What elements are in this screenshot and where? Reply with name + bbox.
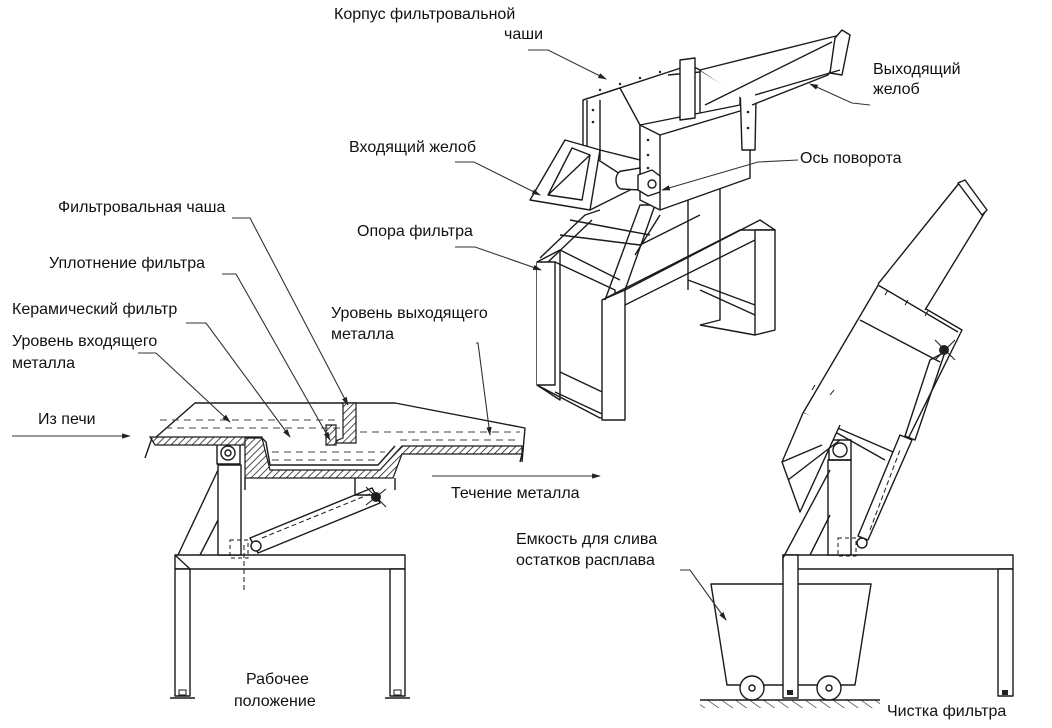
ground-hatch [700, 700, 880, 708]
iso-inlet-trough [529, 139, 641, 211]
leader-filter-support [455, 246, 542, 271]
working-frame [170, 441, 410, 699]
label-from-furnace: Из печи [38, 411, 96, 428]
label-outlet-trough-line1: Выходящий [873, 61, 961, 78]
label-filter-cleaning: Чистка фильтра [887, 703, 1007, 720]
cleaning-tilted-bowl [781, 179, 988, 513]
label-ceramic-filter: Керамический фильтр [12, 301, 178, 318]
label-filter-seal: Уплотнение фильтра [49, 255, 205, 272]
label-filter-bowl-body-line1: Корпус фильтровальной [334, 6, 516, 23]
label-filter-bowl-body-line2: чаши [504, 26, 544, 43]
label-outlet-level-line1: Уровень выходящего [331, 305, 488, 322]
leader-filter-seal [222, 273, 331, 441]
working-hydraulic-cylinder [249, 486, 387, 554]
label-outlet-level-line2: металла [331, 326, 394, 343]
leader-outlet-trough [809, 83, 871, 106]
label-inlet-level-line2: металла [12, 355, 75, 372]
working-bowl-section [144, 402, 526, 496]
leader-ceramic-filter [186, 322, 291, 438]
cleaning-frame [782, 439, 1014, 699]
working-position-section [12, 217, 601, 699]
leader-inlet-trough [455, 161, 541, 196]
leader-inlet-level [138, 352, 231, 423]
label-drain-container-line1: Емкость для слива [516, 531, 658, 548]
label-pivot-axis: Ось поворота [800, 150, 902, 167]
label-inlet-level-line1: Уровень входящего [12, 333, 158, 350]
isometric-assembly [455, 29, 871, 421]
leader-filter-bowl [232, 217, 349, 406]
cleaning-position [680, 179, 1014, 708]
cleaning-hydraulic-cylinder [856, 339, 956, 549]
leader-bowl-body [528, 49, 607, 80]
leader-outlet-level [476, 342, 492, 436]
label-filter-support: Опора фильтра [357, 223, 473, 240]
label-filter-bowl: Фильтровальная чаша [58, 199, 226, 216]
leader-pivot-axis [661, 159, 799, 191]
label-inlet-trough: Входящий желоб [349, 139, 476, 156]
leader-drain-container [680, 569, 727, 621]
label-metal-flow: Течение металла [451, 485, 580, 502]
label-working-position-line2: положение [234, 693, 316, 710]
iso-filter-bowl-body [582, 57, 757, 211]
label-working-position-line1: Рабочее [246, 671, 309, 688]
iso-outlet-trough [699, 29, 851, 106]
iso-pivot-axis [615, 167, 661, 197]
label-outlet-trough-line2: желоб [873, 81, 920, 98]
label-drain-container-line2: остатков расплава [516, 552, 655, 569]
iso-support-frame [536, 184, 776, 421]
